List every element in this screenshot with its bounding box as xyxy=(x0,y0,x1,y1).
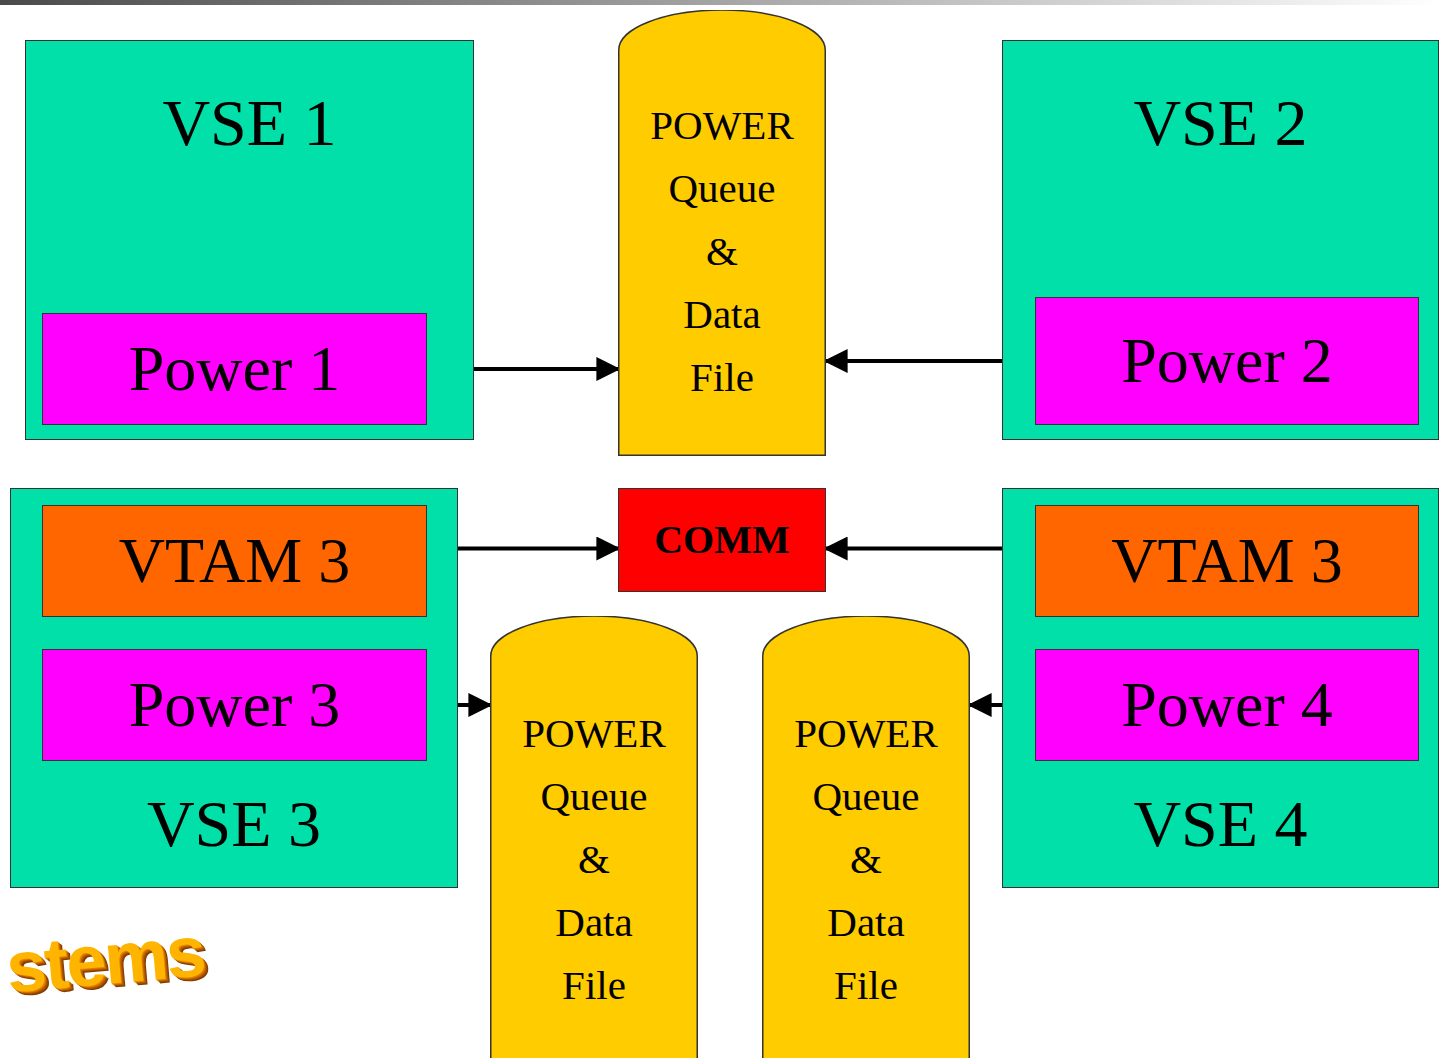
system-box: VSE 1 Power 1 xyxy=(25,40,474,440)
box-label: COMM xyxy=(654,518,790,562)
power-box: Power 4 xyxy=(1035,649,1419,761)
box-label: VTAM 3 xyxy=(119,526,350,596)
cylinder-label: POWER Queue & Data File xyxy=(628,94,816,409)
box-label: VSE 3 xyxy=(147,788,321,861)
box-label: Power 2 xyxy=(1121,326,1333,396)
power-box: Power 1 xyxy=(42,313,427,425)
box-label: Power 4 xyxy=(1121,670,1333,740)
top-bar xyxy=(0,0,1439,5)
cylinder-label: POWER Queue & Data File xyxy=(500,702,688,1017)
system-box: VSE 4 VTAM 3 Power 4 xyxy=(1002,488,1439,888)
box-label: VSE 4 xyxy=(1133,788,1307,861)
box-label: VTAM 3 xyxy=(1111,526,1342,596)
queue-cylinder: POWER Queue & Data File xyxy=(762,616,970,1058)
logo-text: stems xyxy=(3,910,208,1009)
queue-cylinder: POWER Queue & Data File xyxy=(618,10,826,456)
power-box: Power 2 xyxy=(1035,297,1419,425)
box-label: VSE 2 xyxy=(1133,87,1307,160)
box-label: Power 1 xyxy=(129,334,341,404)
vtam-box: VTAM 3 xyxy=(42,505,427,617)
comm-box: COMM xyxy=(618,488,826,592)
box-label: Power 3 xyxy=(129,670,341,740)
system-box: VSE 3 VTAM 3 Power 3 xyxy=(10,488,458,888)
cylinder-label: POWER Queue & Data File xyxy=(772,702,960,1017)
system-box: VSE 2 Power 2 xyxy=(1002,40,1439,440)
power-box: Power 3 xyxy=(42,649,427,761)
vtam-box: VTAM 3 xyxy=(1035,505,1419,617)
queue-cylinder: POWER Queue & Data File xyxy=(490,616,698,1058)
box-label: VSE 1 xyxy=(162,87,336,160)
